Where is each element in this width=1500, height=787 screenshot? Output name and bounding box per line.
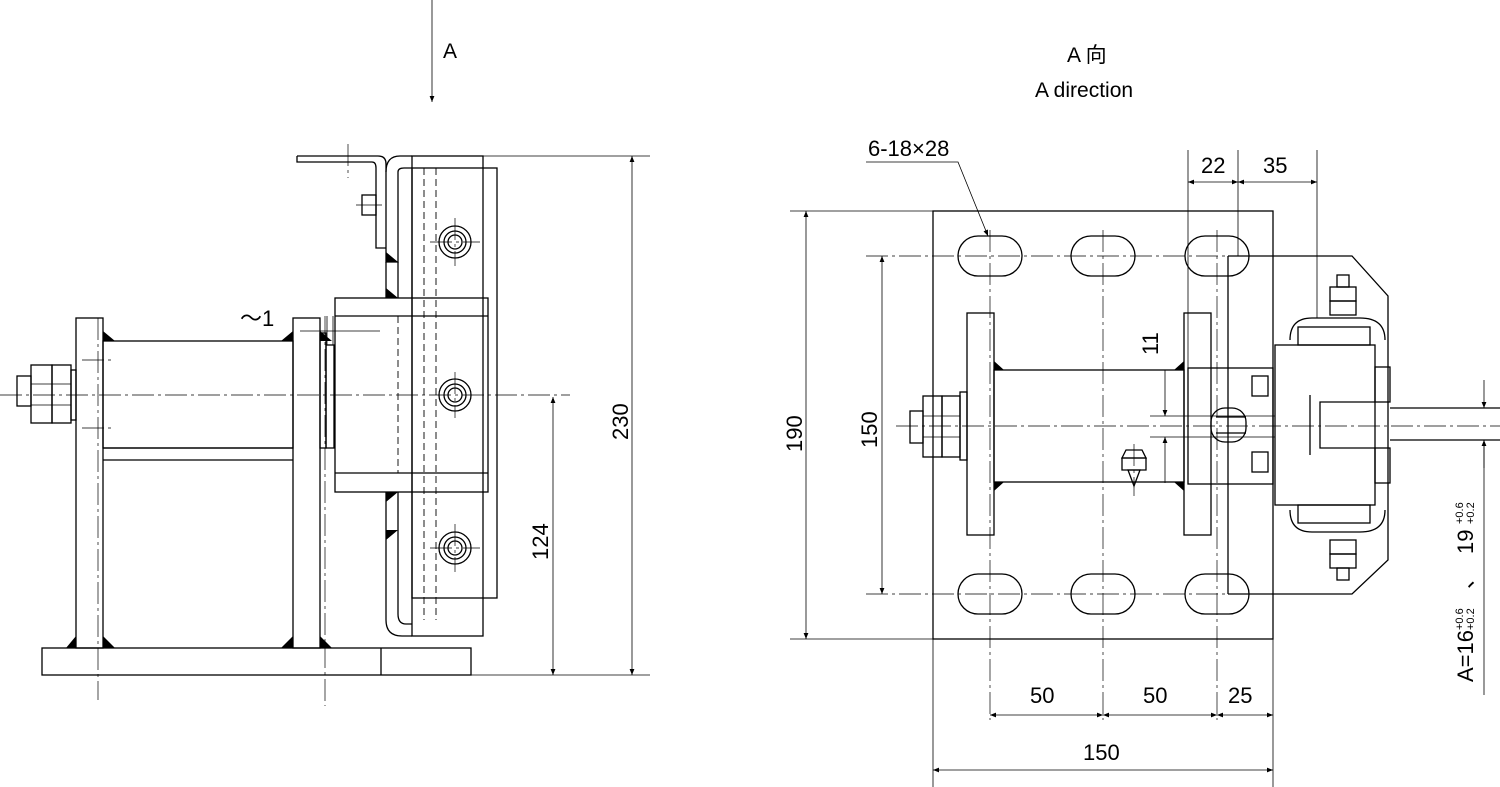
- nut-inner: [51, 364, 72, 424]
- dim-height-center: 124: [528, 523, 553, 560]
- dim-height-total: 230: [608, 403, 633, 440]
- top-bracket: [296, 155, 387, 249]
- tolerance-alt-upper: +0.6: [1454, 502, 1466, 524]
- left-plate: [75, 317, 104, 649]
- nut-outer: [30, 364, 53, 424]
- side-guide-frame: [1228, 255, 1389, 595]
- dim-50-a: 50: [1030, 683, 1054, 708]
- shoe-bolt-bottom: [1329, 539, 1357, 581]
- tolerance-note: A=16 +0.6 +0.2 、 19 +0.6 +0.2: [1453, 502, 1478, 682]
- front-view: A ～1: [0, 0, 650, 706]
- shoe-bolt-top: [1329, 274, 1357, 316]
- adjust-bolt-left: [16, 375, 32, 407]
- dim-22: 22: [1201, 153, 1225, 178]
- view-title-en: A direction: [1035, 79, 1133, 102]
- tolerance-sep: 、: [1453, 567, 1478, 589]
- dim-150-horizontal: 150: [1083, 740, 1120, 765]
- tolerance-a-upper: +0.6: [1454, 608, 1466, 630]
- tolerance-alt-lower: +0.2: [1465, 502, 1477, 524]
- tolerance-alt: 19: [1453, 530, 1478, 554]
- dim-150-vertical: 150: [857, 411, 882, 448]
- dim-50-b: 50: [1143, 683, 1167, 708]
- spring-cylinder: [102, 340, 294, 449]
- dim-190: 190: [782, 415, 807, 452]
- side-view: A 向 A direction 6-18×28: [782, 44, 1500, 787]
- base-plate: [41, 647, 472, 676]
- dim-11: 11: [1138, 332, 1163, 355]
- view-arrow-label: A: [443, 40, 457, 63]
- right-plate: [292, 317, 321, 649]
- dim-gap-label: ～1: [240, 306, 274, 331]
- dim-35: 35: [1263, 153, 1287, 178]
- slot-callout: 6-18×28: [868, 136, 949, 161]
- shoe-body: [1274, 344, 1376, 506]
- view-title-cn: A 向: [1067, 44, 1107, 67]
- tolerance-a-lower: +0.2: [1465, 608, 1477, 630]
- dim-25: 25: [1228, 683, 1252, 708]
- side-nut-inner: [941, 395, 961, 458]
- mounting-slots: [957, 235, 1250, 615]
- tolerance-a: A=16: [1453, 630, 1478, 682]
